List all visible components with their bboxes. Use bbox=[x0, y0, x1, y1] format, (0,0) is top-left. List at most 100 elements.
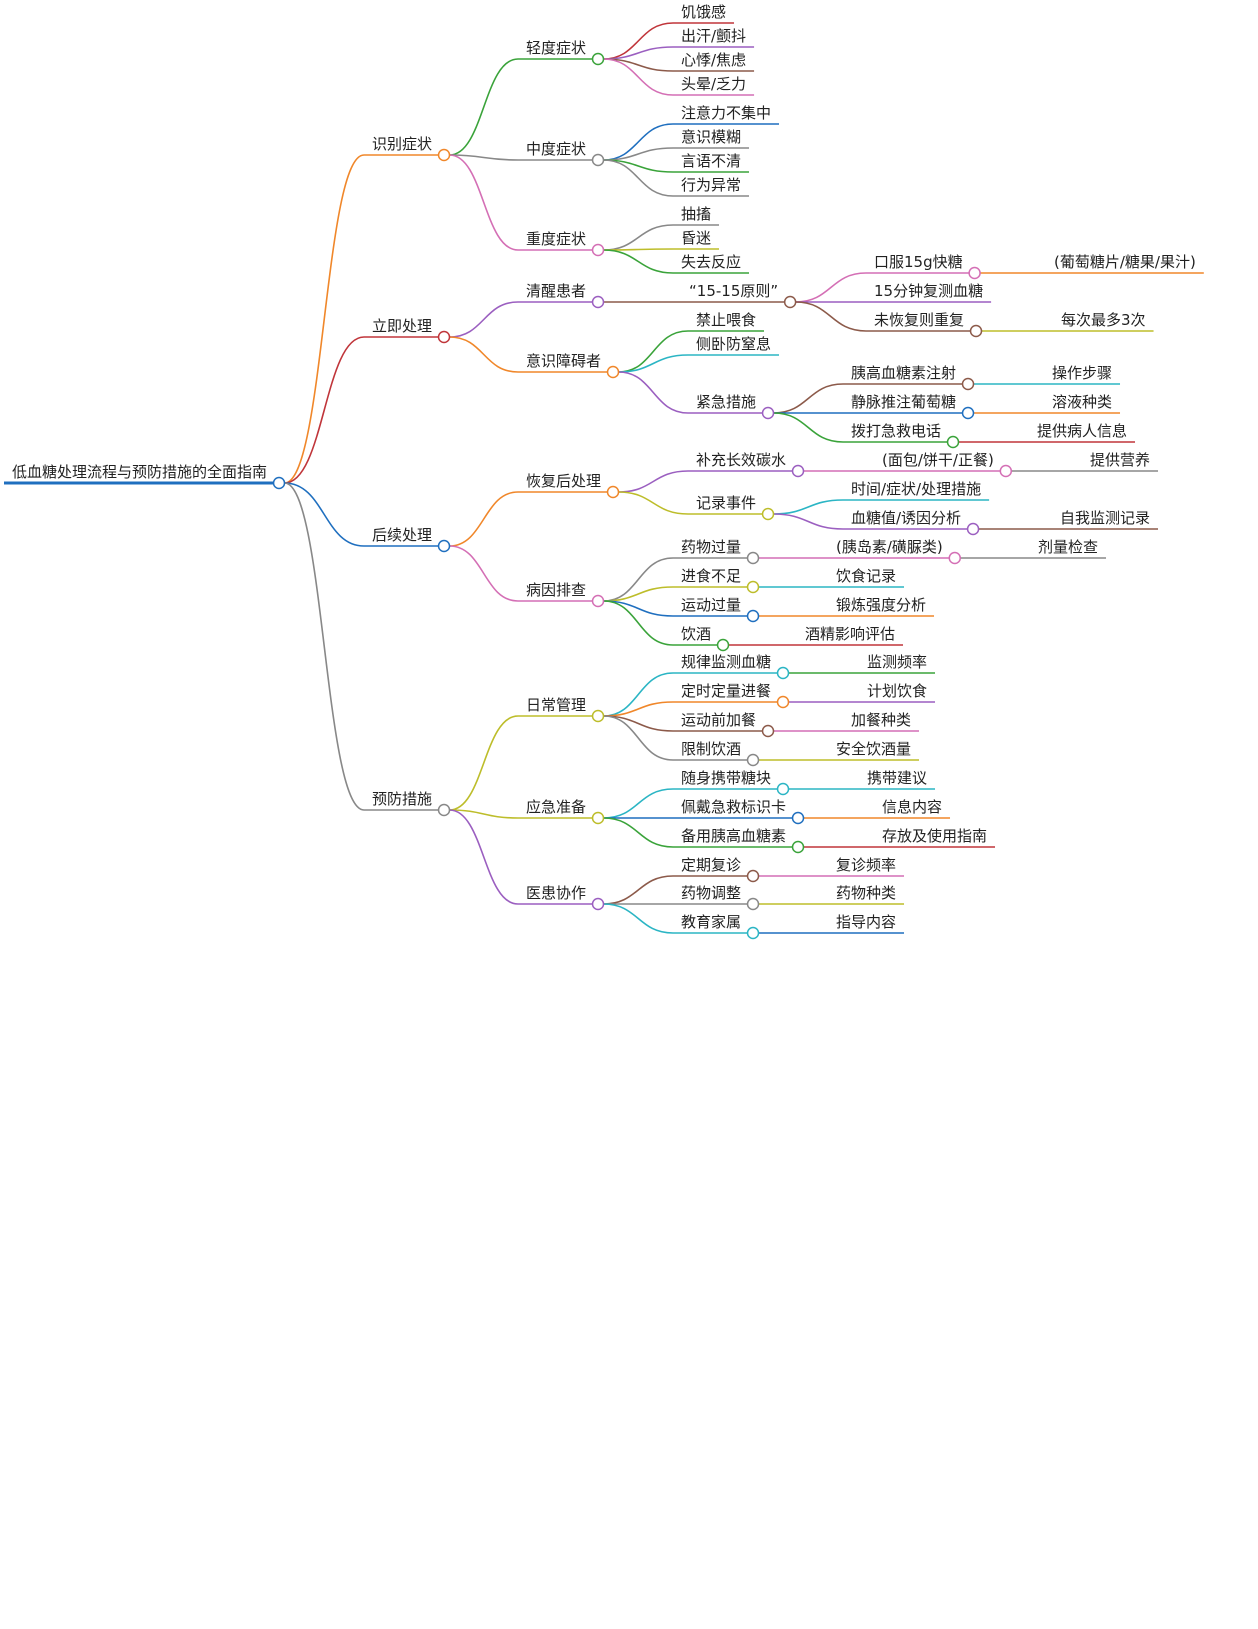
mindmap-node[interactable]: 安全饮酒量 bbox=[828, 740, 920, 761]
mindmap-node[interactable]: 识别症状 bbox=[364, 135, 451, 162]
collapse-toggle[interactable] bbox=[591, 243, 605, 257]
mindmap-node[interactable]: 头晕/乏力 bbox=[673, 75, 755, 96]
mindmap-node[interactable]: 监测频率 bbox=[859, 653, 936, 674]
mindmap-node[interactable]: 规律监测血糖 bbox=[673, 653, 790, 680]
collapse-toggle[interactable] bbox=[746, 869, 760, 883]
mindmap-node[interactable]: 信息内容 bbox=[874, 798, 951, 819]
collapse-toggle[interactable] bbox=[746, 753, 760, 767]
collapse-toggle[interactable] bbox=[969, 324, 983, 338]
collapse-toggle[interactable] bbox=[716, 638, 730, 652]
mindmap-node[interactable]: 每次最多3次 bbox=[1053, 311, 1154, 332]
mindmap-node[interactable]: 预防措施 bbox=[364, 790, 451, 817]
mindmap-node[interactable]: 口服15g快糖 bbox=[866, 253, 981, 280]
mindmap-node[interactable]: 携带建议 bbox=[859, 769, 936, 790]
mindmap-node[interactable]: 定时定量进餐 bbox=[673, 682, 790, 709]
mindmap-node[interactable]: “15-15原则” bbox=[681, 282, 797, 309]
mindmap-node[interactable]: 时间/症状/处理措施 bbox=[843, 480, 990, 501]
collapse-toggle[interactable] bbox=[746, 897, 760, 911]
collapse-toggle[interactable] bbox=[272, 476, 286, 490]
collapse-toggle[interactable] bbox=[776, 782, 790, 796]
mindmap-node[interactable]: 静脉推注葡萄糖 bbox=[843, 393, 975, 420]
mindmap-node[interactable]: 药物调整 bbox=[673, 884, 760, 911]
collapse-toggle[interactable] bbox=[791, 840, 805, 854]
collapse-toggle[interactable] bbox=[776, 666, 790, 680]
mindmap-node[interactable]: 进食不足 bbox=[673, 567, 760, 594]
collapse-toggle[interactable] bbox=[591, 897, 605, 911]
mindmap-node[interactable]: 拨打急救电话 bbox=[843, 422, 960, 449]
mindmap-node[interactable]: 应急准备 bbox=[518, 798, 605, 825]
mindmap-node[interactable]: 锻炼强度分析 bbox=[828, 596, 935, 617]
collapse-toggle[interactable] bbox=[783, 295, 797, 309]
collapse-toggle[interactable] bbox=[999, 464, 1013, 478]
mindmap-node[interactable]: 运动过量 bbox=[673, 596, 760, 623]
collapse-toggle[interactable] bbox=[591, 153, 605, 167]
mindmap-node[interactable]: 立即处理 bbox=[364, 317, 451, 344]
collapse-toggle[interactable] bbox=[437, 148, 451, 162]
mindmap-node[interactable]: 意识模糊 bbox=[673, 128, 750, 149]
collapse-toggle[interactable] bbox=[948, 551, 962, 565]
mindmap-node[interactable]: 药物种类 bbox=[828, 884, 905, 905]
mindmap-node[interactable]: 饮食记录 bbox=[828, 567, 905, 588]
mindmap-node[interactable]: 出汗/颤抖 bbox=[673, 27, 755, 48]
collapse-toggle[interactable] bbox=[746, 551, 760, 565]
collapse-toggle[interactable] bbox=[776, 695, 790, 709]
mindmap-node[interactable]: 紧急措施 bbox=[688, 393, 775, 420]
collapse-toggle[interactable] bbox=[437, 803, 451, 817]
mindmap-node[interactable]: 抽搐 bbox=[673, 205, 720, 226]
mindmap-node[interactable]: 血糖值/诱因分析 bbox=[843, 509, 980, 536]
mindmap-node[interactable]: (葡萄糖片/糖果/果汁) bbox=[1046, 253, 1204, 274]
collapse-toggle[interactable] bbox=[966, 522, 980, 536]
mindmap-node[interactable]: 日常管理 bbox=[518, 696, 605, 723]
collapse-toggle[interactable] bbox=[761, 724, 775, 738]
mindmap-node[interactable]: 自我监测记录 bbox=[1052, 509, 1159, 530]
mindmap-node[interactable]: 胰高血糖素注射 bbox=[843, 364, 975, 391]
mindmap-node[interactable]: 医患协作 bbox=[518, 884, 605, 911]
mindmap-node[interactable]: 加餐种类 bbox=[843, 711, 920, 732]
collapse-toggle[interactable] bbox=[437, 539, 451, 553]
mindmap-node[interactable]: 运动前加餐 bbox=[673, 711, 775, 738]
mindmap-node[interactable]: 恢复后处理 bbox=[518, 472, 620, 499]
mindmap-node[interactable]: 剂量检查 bbox=[1030, 538, 1107, 559]
collapse-toggle[interactable] bbox=[746, 609, 760, 623]
mindmap-node[interactable]: 饥饿感 bbox=[673, 3, 735, 24]
collapse-toggle[interactable] bbox=[791, 811, 805, 825]
mindmap-node[interactable]: 溶液种类 bbox=[1044, 393, 1121, 414]
mindmap-node[interactable]: 酒精影响评估 bbox=[797, 625, 904, 646]
mindmap-node[interactable]: 药物过量 bbox=[673, 538, 760, 565]
collapse-toggle[interactable] bbox=[606, 365, 620, 379]
mindmap-node[interactable]: 15分钟复测血糖 bbox=[866, 282, 992, 303]
mindmap-node[interactable]: 随身携带糖块 bbox=[673, 769, 790, 796]
collapse-toggle[interactable] bbox=[591, 52, 605, 66]
mindmap-node[interactable]: 中度症状 bbox=[518, 140, 605, 167]
mindmap-node[interactable]: 重度症状 bbox=[518, 230, 605, 257]
mindmap-node[interactable]: 禁止喂食 bbox=[688, 311, 765, 332]
mindmap-node[interactable]: 复诊频率 bbox=[828, 856, 905, 877]
mindmap-node[interactable]: 后续处理 bbox=[364, 526, 451, 553]
mindmap-node[interactable]: 侧卧防窒息 bbox=[688, 335, 780, 356]
collapse-toggle[interactable] bbox=[591, 709, 605, 723]
mindmap-node[interactable]: (面包/饼干/正餐) bbox=[874, 451, 1013, 478]
collapse-toggle[interactable] bbox=[761, 507, 775, 521]
collapse-toggle[interactable] bbox=[606, 485, 620, 499]
mindmap-node[interactable]: 记录事件 bbox=[688, 494, 775, 521]
mindmap-node[interactable]: 限制饮酒 bbox=[673, 740, 760, 767]
collapse-toggle[interactable] bbox=[591, 811, 605, 825]
mindmap-node[interactable]: 饮酒 bbox=[673, 625, 730, 652]
collapse-toggle[interactable] bbox=[791, 464, 805, 478]
mindmap-node[interactable]: 佩戴急救标识卡 bbox=[673, 798, 805, 825]
mindmap-node[interactable]: 备用胰高血糖素 bbox=[673, 827, 805, 854]
mindmap-node[interactable]: (胰岛素/磺脲类) bbox=[828, 538, 962, 565]
mindmap-node[interactable]: 病因排查 bbox=[518, 581, 605, 608]
mindmap-node[interactable]: 轻度症状 bbox=[518, 39, 605, 66]
mindmap-node[interactable]: 计划饮食 bbox=[859, 682, 936, 703]
mindmap-node[interactable]: 言语不清 bbox=[673, 152, 750, 173]
collapse-toggle[interactable] bbox=[746, 926, 760, 940]
mindmap-node[interactable]: 教育家属 bbox=[673, 913, 760, 940]
mindmap-node[interactable]: 存放及使用指南 bbox=[874, 827, 996, 848]
collapse-toggle[interactable] bbox=[437, 330, 451, 344]
collapse-toggle[interactable] bbox=[946, 435, 960, 449]
collapse-toggle[interactable] bbox=[591, 594, 605, 608]
mindmap-node[interactable]: 意识障碍者 bbox=[518, 352, 620, 379]
mindmap-node[interactable]: 提供营养 bbox=[1082, 451, 1159, 472]
mindmap-node[interactable]: 清醒患者 bbox=[518, 282, 605, 309]
